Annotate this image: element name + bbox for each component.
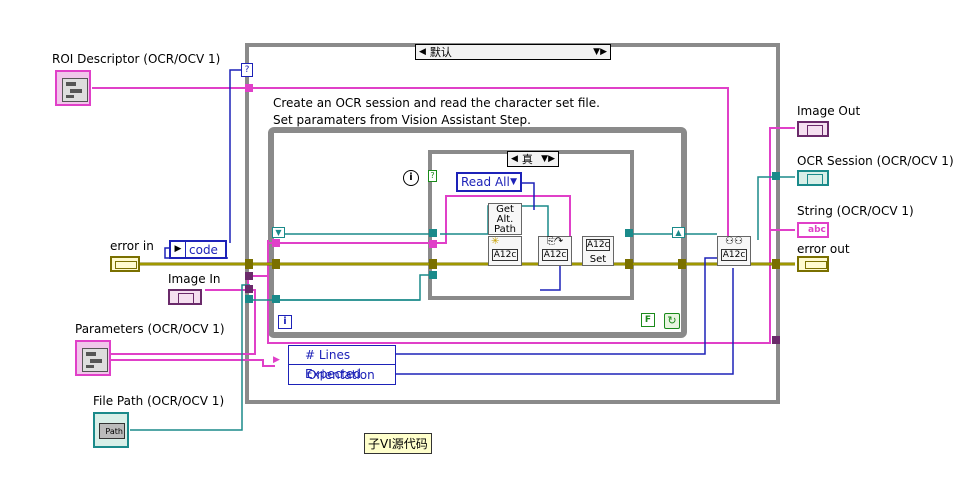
- bundle-arrow-icon: ▶: [273, 355, 280, 365]
- code-element: code: [189, 242, 218, 257]
- a12c-glyph: A12c: [542, 249, 568, 261]
- lines-expected-element: # Lines Expected: [289, 346, 395, 381]
- error-cluster-icon: [805, 261, 827, 269]
- a12c-glyph: A12c: [721, 249, 747, 261]
- a12c-glyph: A12c: [492, 249, 518, 261]
- unbundle-code[interactable]: ▶ code: [169, 240, 227, 259]
- ocr-read-character-set-node[interactable]: ⎘↷ A12c: [538, 236, 572, 266]
- dropdown-arrow-icon: ▼▶: [593, 47, 607, 57]
- dropdown-arrow-icon: ▼▶: [541, 154, 555, 164]
- error-out-terminal[interactable]: [797, 256, 829, 272]
- bundle-by-name[interactable]: # Lines Expected Orientation: [288, 345, 396, 385]
- tunnels: [245, 84, 780, 344]
- decrement-arrow-icon: ◀: [419, 47, 426, 57]
- pink-wires: [92, 87, 795, 367]
- read-all-value: Read All: [461, 175, 510, 189]
- blue-wires: [164, 69, 734, 375]
- decrement-arrow-icon: ◀: [511, 154, 518, 164]
- image-out-terminal[interactable]: [797, 121, 829, 137]
- get-alt-path-line-1: Get: [496, 204, 514, 215]
- stop-constant[interactable]: F: [641, 313, 655, 327]
- set-label: Set: [589, 254, 607, 265]
- image-in-label: Image In: [168, 272, 221, 286]
- inner-case-selector-terminal[interactable]: ?: [428, 170, 437, 182]
- ocr-session-terminal[interactable]: [797, 170, 829, 186]
- disk-arrow-icon: ⎘↷: [546, 236, 564, 247]
- outer-case-selector[interactable]: ◀ 默认 ▼▶: [415, 44, 611, 60]
- loop-condition-icon[interactable]: ↻: [664, 313, 680, 329]
- roi-descriptor-terminal[interactable]: [55, 70, 91, 106]
- inner-case-selector-value: 真: [521, 153, 533, 166]
- sparkle-icon: ✳: [491, 236, 500, 247]
- ocr-session-label: OCR Session (OCR/OCV 1): [797, 154, 954, 168]
- error-out-label: error out: [797, 242, 850, 256]
- file-path-terminal[interactable]: Path: [93, 412, 129, 448]
- shift-register-left[interactable]: ▼: [272, 227, 285, 238]
- glasses-icon: ⚇⚇: [725, 236, 743, 247]
- image-icon: [807, 125, 823, 136]
- a12c-glyph: A12c: [586, 239, 610, 251]
- cluster-icon: [62, 78, 88, 102]
- image-out-label: Image Out: [797, 104, 861, 118]
- error-cluster-icon: [115, 261, 137, 269]
- info-icon: i: [403, 170, 419, 186]
- subvi-source-label: 子VI源代码: [364, 433, 432, 454]
- get-alt-path-line-2: Alt.: [496, 214, 514, 225]
- while-loop-frame[interactable]: [268, 127, 687, 338]
- ocr-read-text-node[interactable]: ⚇⚇ A12c: [717, 236, 751, 266]
- error-in-terminal[interactable]: [110, 256, 140, 272]
- error-in-label: error in: [110, 239, 154, 253]
- case-selector-terminal[interactable]: ?: [241, 63, 253, 77]
- session-icon: [807, 174, 823, 185]
- read-all-enum[interactable]: Read All ▼: [456, 172, 522, 192]
- ocr-set-node[interactable]: A12c Set: [582, 236, 614, 266]
- image-icon: [178, 293, 194, 304]
- image-in-terminal[interactable]: [168, 289, 202, 305]
- path-icon: Path: [99, 423, 125, 439]
- unbundle-arrow-icon: ▶: [171, 242, 186, 257]
- comment-line-2: Set paramaters from Vision Assistant Ste…: [273, 113, 531, 127]
- orientation-element: Orientation: [307, 368, 375, 382]
- roi-descriptor-label: ROI Descriptor (OCR/OCV 1): [52, 52, 221, 66]
- parameters-label: Parameters (OCR/OCV 1): [75, 322, 225, 336]
- loop-iteration-terminal[interactable]: i: [278, 315, 292, 329]
- file-path-label: File Path (OCR/OCV 1): [93, 394, 225, 408]
- dropdown-arrow-icon: ▼: [510, 177, 517, 187]
- comment-line-1: Create an OCR session and read the chara…: [273, 96, 600, 110]
- cluster-icon: [82, 348, 108, 372]
- get-alt-path-line-3: Path: [494, 224, 516, 235]
- outer-case-selector-value: 默认: [429, 46, 452, 59]
- inner-case-selector[interactable]: ◀ 真 ▼▶: [507, 151, 559, 167]
- ocr-create-node[interactable]: ✳ A12c: [488, 236, 522, 266]
- parameters-terminal[interactable]: [75, 340, 111, 376]
- string-label: String (OCR/OCV 1): [797, 204, 914, 218]
- shift-register-right[interactable]: ▲: [672, 227, 685, 238]
- get-alt-path-node[interactable]: Get Alt. Path: [488, 203, 522, 235]
- string-terminal[interactable]: abc: [797, 222, 829, 238]
